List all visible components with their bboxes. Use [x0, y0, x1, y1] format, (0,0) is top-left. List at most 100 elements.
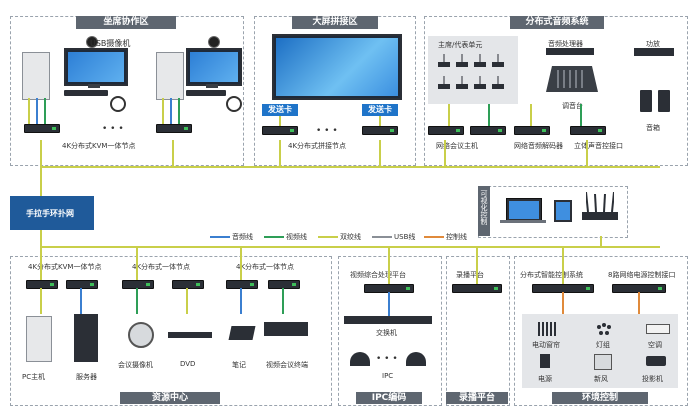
- headset-icon: [110, 96, 126, 112]
- power-label: 电源: [538, 375, 552, 383]
- mic-group-panel: [428, 36, 518, 104]
- splice-node-icon: [362, 126, 398, 135]
- wire: [186, 288, 188, 314]
- usb-camera-label: USB摄像机: [90, 39, 131, 48]
- legend-video-swatch: [264, 236, 284, 238]
- ipc-section-title: IPC编码: [356, 392, 422, 404]
- dome-camera-icon: [406, 352, 426, 366]
- record-platform-label: 录播平台: [456, 271, 484, 279]
- wire: [379, 140, 381, 168]
- monitor-stand: [206, 84, 218, 88]
- wall-splice-node-label: 4K分布式拼接节点: [288, 142, 347, 150]
- ipc-dots: • • •: [376, 354, 398, 364]
- fresh-air-icon: [594, 354, 612, 370]
- kvm-node-icon: [26, 280, 58, 289]
- wire: [444, 140, 446, 168]
- send-card-right: 发送卡: [362, 104, 398, 116]
- wire: [240, 246, 242, 280]
- resource-section-title: 资源中心: [120, 392, 220, 404]
- ipc-platform-label: 视频综合处理平台: [350, 271, 406, 279]
- monitor-icon: [186, 48, 242, 86]
- wire: [136, 288, 138, 314]
- wire: [172, 140, 174, 168]
- dome-camera-icon: [350, 352, 370, 366]
- speaker-label: 音箱: [646, 124, 660, 132]
- mixer-icon: [542, 64, 602, 94]
- legend-usb-swatch: [372, 236, 392, 238]
- switch-label: 交换机: [376, 329, 397, 337]
- processor-label: 音频处理器: [548, 40, 583, 48]
- wire: [162, 98, 164, 124]
- ipc-label: IPC: [382, 372, 394, 380]
- wire: [282, 288, 284, 314]
- kvm-node-icon: [66, 280, 98, 289]
- amp-label: 功放: [646, 40, 660, 48]
- record-platform-icon: [452, 284, 502, 293]
- wire: [488, 104, 490, 126]
- dvd-icon: [168, 332, 212, 338]
- tablet-icon: [554, 200, 572, 222]
- monitor-stand: [88, 84, 100, 88]
- conf-host-icon: [470, 126, 506, 135]
- router-antenna: [585, 191, 615, 213]
- wire: [44, 98, 46, 124]
- legend-usb: USB线: [394, 233, 416, 241]
- headset-icon: [226, 96, 242, 112]
- dvd-label: DVD: [180, 360, 196, 368]
- wire: [40, 168, 42, 196]
- relay-label: 8路网络电源控制接口: [608, 271, 676, 279]
- conf-host-icon: [428, 126, 464, 135]
- control-label: 可视化控制: [480, 190, 488, 225]
- light-label: 灯组: [596, 341, 610, 349]
- wire: [388, 292, 390, 316]
- wire: [388, 246, 390, 284]
- wire: [562, 246, 564, 284]
- projector-icon: [646, 356, 666, 366]
- resource-node1-label: 4K分布式一体节点: [132, 263, 191, 271]
- wire: [379, 116, 381, 126]
- mic-units: [436, 52, 512, 96]
- speaker-icon: [658, 90, 670, 112]
- vc-terminal-icon: [264, 322, 308, 336]
- wire: [40, 140, 42, 168]
- wire: [36, 98, 38, 124]
- amplifier-icon: [634, 48, 674, 56]
- wire: [638, 292, 640, 314]
- usb-camera-icon: [86, 36, 98, 48]
- send-card-left: 发送卡: [262, 104, 298, 116]
- projector-label: 投影机: [642, 375, 663, 383]
- audio-decoder-label: 网络音频解码器: [514, 142, 563, 150]
- wire: [600, 236, 602, 248]
- handpull-ring-box: [10, 196, 94, 230]
- laptop-icon: [506, 198, 542, 222]
- legend-audio-swatch: [210, 236, 230, 238]
- light-icon: [596, 322, 612, 336]
- node-icon: [172, 280, 204, 289]
- wire: [448, 104, 450, 126]
- legend: 音频线 视频线 双绞线 USB线 控制线: [210, 232, 480, 242]
- wire: [476, 246, 478, 284]
- ac-icon: [646, 324, 670, 334]
- wire: [279, 116, 281, 126]
- switch-icon: [344, 316, 432, 324]
- pc-tower-icon: [156, 52, 184, 100]
- wire: [40, 166, 660, 168]
- wire: [178, 98, 180, 124]
- wire: [40, 246, 660, 248]
- laptop-base: [500, 220, 546, 223]
- wire: [586, 140, 588, 168]
- handpull-ring-label: 手拉手环扑网: [26, 209, 74, 218]
- record-section: [446, 256, 510, 406]
- seat-section-title: 坐席协作区: [76, 16, 176, 29]
- node-icon: [122, 280, 154, 289]
- pc-host-label: PC主机: [22, 373, 46, 381]
- curtain-label: 电动窗帘: [532, 341, 560, 349]
- laptop-label: 笔记: [232, 361, 246, 369]
- pc-host-icon: [26, 316, 52, 362]
- usb-camera-icon: [208, 36, 220, 48]
- wall-dots: • • •: [316, 126, 338, 136]
- mixer-label: 调音台: [562, 102, 583, 110]
- pc-tower-icon: [22, 52, 50, 100]
- wire: [40, 230, 42, 260]
- seat-dots: • • •: [102, 124, 124, 134]
